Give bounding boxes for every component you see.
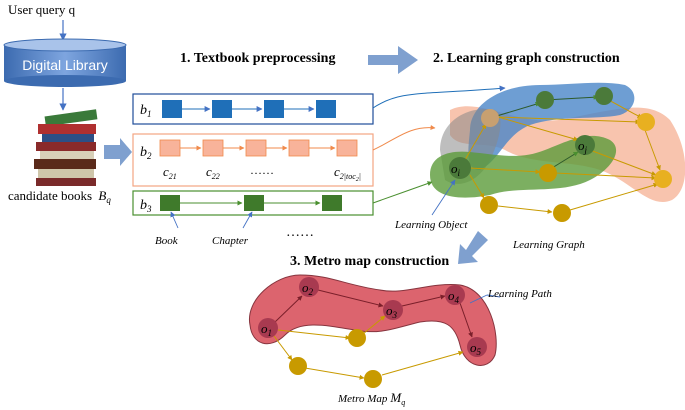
metro-node	[289, 357, 307, 375]
graph-node	[637, 113, 655, 131]
metro-node-o1	[258, 318, 278, 338]
metro-o3-label: o3	[386, 303, 398, 320]
metro-map: o1 o2 o3 o4 o5	[249, 274, 497, 388]
metro-node-o5	[467, 337, 487, 357]
arrow-step2-to-step3	[458, 231, 488, 264]
user-query-label: User query q	[8, 2, 76, 17]
book-b1-label: b1	[140, 103, 152, 119]
graph-node	[553, 204, 571, 222]
step1-title: 1. Textbook preprocessing	[180, 51, 335, 66]
step2-title: 2. Learning graph construction	[433, 51, 620, 66]
callout-chapter: Chapter	[212, 235, 249, 247]
callout-learning-path: Learning Path	[487, 288, 552, 300]
metro-o1-label: o1	[261, 321, 272, 338]
chapter-last-label: c2|toc2|	[334, 164, 361, 183]
metro-o2-label: o2	[302, 280, 314, 297]
metro-node-o2	[299, 277, 319, 297]
books-stack-icon	[34, 109, 98, 186]
metro-node-o4	[445, 285, 465, 305]
digital-library-label: Digital Library	[22, 57, 108, 73]
metro-node	[364, 370, 382, 388]
learning-graph: oi oj	[430, 82, 685, 222]
graph-node	[480, 196, 498, 214]
book-b2-label: b2	[140, 145, 152, 161]
node-oj-label: oj	[578, 138, 588, 155]
b3-ellipsis: ……	[286, 225, 314, 240]
graph-node	[595, 87, 613, 105]
graph-node	[654, 170, 672, 188]
book-b1: b1	[132, 93, 374, 125]
step3-title: 3. Metro map construction	[290, 254, 449, 269]
graph-node	[481, 109, 499, 127]
metro-node-o3	[383, 300, 403, 320]
graph-node	[539, 164, 557, 182]
metro-o4-label: o4	[448, 288, 460, 305]
callout-learning-graph: Learning Graph	[512, 239, 585, 251]
callout-book: Book	[155, 235, 179, 247]
node-oi-label: oi	[451, 161, 461, 178]
metro-node	[348, 329, 366, 347]
graph-node-oi	[449, 157, 471, 179]
chapter-c22-label: c22	[206, 164, 220, 181]
callout-learning-object: Learning Object	[394, 219, 468, 231]
book-b2: b2 c21 c22 …… c2|toc2|	[132, 133, 374, 187]
candidate-books-label: candidate books Bq	[8, 188, 111, 205]
graph-node	[536, 91, 554, 109]
arrow-to-books	[104, 138, 132, 166]
metro-o5-label: o5	[470, 340, 482, 357]
book-b3-label: b3	[140, 198, 152, 214]
chapter-c21-label: c21	[163, 164, 177, 181]
graph-node-oj	[575, 135, 595, 155]
chapter-ellipsis: ……	[250, 163, 274, 177]
arrow-step1-to-step2	[368, 46, 418, 74]
book-b3: b3	[132, 190, 374, 216]
digital-library-icon: Digital Library	[3, 38, 127, 87]
